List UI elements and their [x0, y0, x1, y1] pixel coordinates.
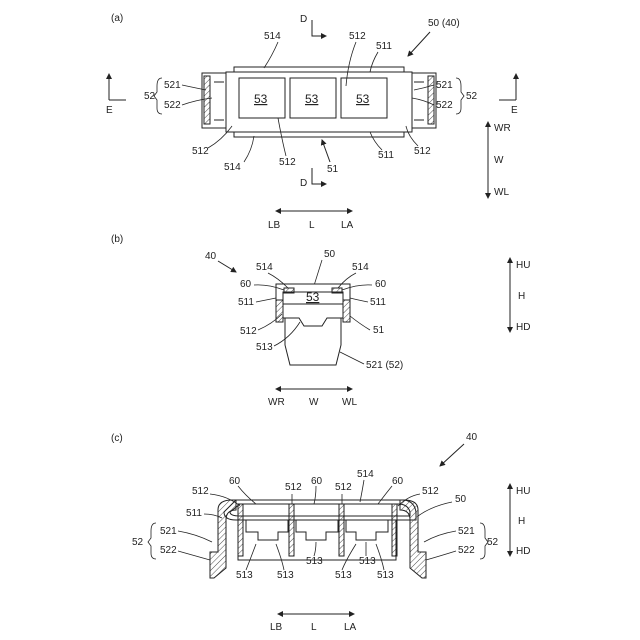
dir-h-c: H: [518, 516, 525, 527]
ref-40-c: 40: [466, 432, 478, 443]
label-521-right: 521: [436, 80, 453, 91]
panel-c: (c) 40 60 60 60 514 512 512 512 512: [111, 432, 530, 633]
section-mark-d-top: D: [300, 14, 307, 25]
label-512-c1: 512: [192, 486, 209, 497]
label-514-c: 514: [357, 469, 374, 480]
view-mark-e-right: E: [511, 105, 518, 116]
label-51: 51: [327, 164, 339, 175]
label-521-c-left: 521: [160, 526, 177, 537]
label-511-bottom: 511: [378, 150, 394, 161]
label-60-c3: 60: [392, 476, 404, 487]
dir-w: W: [494, 155, 504, 166]
label-512-bl: 512: [192, 146, 209, 157]
label-53-right: 53: [356, 92, 370, 106]
label-511-b-left: 511: [238, 297, 254, 308]
label-512-c2: 512: [285, 482, 302, 493]
label-513-c3: 513: [306, 556, 323, 567]
dir-lb-c: LB: [270, 622, 283, 633]
label-513-c5: 513: [359, 556, 376, 567]
label-60-c2: 60: [311, 476, 323, 487]
dir-la-a: LA: [341, 220, 354, 231]
label-514-b-right: 514: [352, 262, 369, 273]
label-514-top: 514: [264, 31, 281, 42]
label-514-b-left: 514: [256, 262, 273, 273]
dir-w-b: W: [309, 397, 319, 408]
dir-hu-c: HU: [516, 486, 530, 497]
label-513-c6: 513: [377, 570, 394, 581]
label-53-b: 53: [306, 290, 320, 304]
label-514-bottom: 514: [224, 162, 241, 173]
dir-wl-b: WL: [342, 397, 357, 408]
ref-40-b: 40: [205, 251, 217, 262]
label-52-right: 52: [466, 91, 478, 102]
label-513-c1: 513: [236, 570, 253, 581]
panel-c-tag: (c): [111, 433, 123, 444]
label-60-b-left: 60: [240, 279, 252, 290]
label-60-c1: 60: [229, 476, 241, 487]
dir-l-a: L: [309, 220, 315, 231]
ref-50-40: 50 (40): [428, 18, 460, 29]
label-52-left: 52: [144, 91, 156, 102]
dir-wr-b: WR: [268, 397, 285, 408]
label-60-b-right: 60: [375, 279, 387, 290]
dir-hd-c: HD: [516, 546, 530, 557]
label-52-c-left: 52: [132, 537, 144, 548]
dir-hu-b: HU: [516, 260, 530, 271]
panel-b-tag: (b): [111, 234, 123, 245]
label-53-mid: 53: [305, 92, 319, 106]
ref-50-b: 50: [324, 249, 336, 260]
dir-h-b: H: [518, 291, 525, 302]
label-512-top: 512: [349, 31, 366, 42]
label-52-c-right: 52: [487, 537, 499, 548]
label-512-br: 512: [414, 146, 431, 157]
view-mark-e-left: E: [106, 105, 113, 116]
panel-b: (b) 40 50 53 514 514 60 60 511 511 512 5…: [111, 234, 530, 408]
label-521-left: 521: [164, 80, 181, 91]
panel-a-tag: (a): [111, 13, 123, 24]
label-513-b: 513: [256, 342, 273, 353]
label-511-c: 511: [186, 508, 202, 519]
terminal-comb-c: [238, 520, 396, 560]
label-512-c3: 512: [335, 482, 352, 493]
dir-lb-a: LB: [268, 220, 281, 231]
label-511-b-right: 511: [370, 297, 386, 308]
label-511-top: 511: [376, 41, 392, 52]
label-513-c2: 513: [277, 570, 294, 581]
label-522-c-left: 522: [160, 545, 177, 556]
label-521-c-right: 521: [458, 526, 475, 537]
label-512-b: 512: [240, 326, 257, 337]
label-512-c4: 512: [422, 486, 439, 497]
label-522-right: 522: [436, 100, 453, 111]
section-mark-d-bottom: D: [300, 178, 307, 189]
label-521-52-b: 521 (52): [366, 360, 403, 371]
label-53-left: 53: [254, 92, 268, 106]
panel-a: (a) D D 50 (40) 53 53 53 514 512 511: [106, 13, 518, 231]
dir-l-c: L: [311, 622, 317, 633]
dir-la-c: LA: [344, 622, 357, 633]
dir-wl: WL: [494, 187, 509, 198]
label-50-c: 50: [455, 494, 467, 505]
dir-wr: WR: [494, 123, 511, 134]
dir-hd-b: HD: [516, 322, 530, 333]
label-513-c4: 513: [335, 570, 352, 581]
label-522-left: 522: [164, 100, 181, 111]
label-512-bottom: 512: [279, 157, 296, 168]
label-51-b: 51: [373, 325, 385, 336]
label-522-c-right: 522: [458, 545, 475, 556]
